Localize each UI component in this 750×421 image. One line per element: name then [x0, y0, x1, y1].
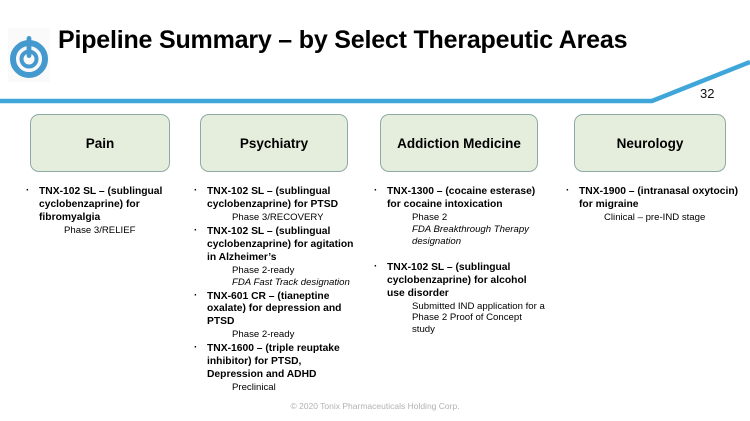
- pipeline-item-status: Preclinical: [232, 382, 276, 394]
- pipeline-item-label: TNX-601 CR – (tianeptine oxalate) for de…: [207, 290, 342, 328]
- copyright-footer: © 2020 Tonix Pharmaceuticals Holding Cor…: [290, 401, 460, 411]
- page-title: Pipeline Summary – by Select Therapeutic…: [58, 26, 628, 54]
- bullet-icon: ·: [374, 185, 378, 196]
- pipeline-item-status: Clinical – pre-IND stage: [604, 211, 706, 223]
- list-item: · TNX-102 SL – (sublingual cyclobenzapri…: [372, 260, 546, 337]
- pipeline-item-status: Submitted IND application for a Phase 2 …: [412, 300, 545, 336]
- list-item: · TNX-102 SL – (sublingual cyclobenzapri…: [192, 224, 356, 289]
- pipeline-item-label: TNX-102 SL – (sublingual cyclobenzaprine…: [207, 186, 339, 210]
- bullet-icon: ·: [26, 185, 30, 196]
- column-header-addiction-medicine: Addiction Medicine: [380, 114, 538, 172]
- list-item: · TNX-102 SL – (sublingual cyclobenzapri…: [24, 185, 176, 237]
- bullet-icon: ·: [194, 342, 198, 354]
- pipeline-item-list: · TNX-102 SL – (sublingual cyclobenzapri…: [192, 185, 356, 394]
- column-neurology: Neurology · TNX-1900 – (intranasal oxyto…: [552, 114, 750, 226]
- pipeline-item-status: Phase 2: [412, 211, 448, 223]
- bullet-icon: ·: [194, 224, 198, 236]
- bullet-icon: ·: [566, 185, 570, 196]
- therapeutic-area-columns: Pain · TNX-102 SL – (sublingual cycloben…: [0, 114, 750, 394]
- pipeline-item-label: TNX-102 SL – (sublingual cyclobenzaprine…: [387, 261, 527, 299]
- page-number: 32: [700, 86, 715, 101]
- column-header-neurology: Neurology: [574, 114, 726, 172]
- bullet-icon: ·: [194, 185, 198, 196]
- column-addiction-medicine: Addiction Medicine · TNX-1300 – (cocaine…: [360, 114, 552, 338]
- pipeline-item-label: TNX-1600 – (triple reuptake inhibitor) f…: [207, 343, 340, 381]
- pipeline-item-list: · TNX-1900 – (intranasal oxytocin) for m…: [564, 185, 746, 224]
- pipeline-item-status: Phase 3/RECOVERY: [232, 211, 324, 223]
- pipeline-item-title: · TNX-1300 – (cocaine esterase) for coca…: [372, 185, 546, 212]
- pipeline-item-title: · TNX-1900 – (intranasal oxytocin) for m…: [564, 185, 746, 212]
- pipeline-item-label: TNX-102 SL – (sublingual cyclobenzaprine…: [39, 186, 163, 223]
- pipeline-item-designation: FDA Breakthrough Therapy designation: [412, 223, 529, 247]
- column-pain: Pain · TNX-102 SL – (sublingual cycloben…: [0, 114, 182, 239]
- pipeline-item-status: Phase 2-ready: [232, 329, 295, 341]
- accent-divider: [0, 59, 750, 105]
- pipeline-item-label: TNX-102 SL – (sublingual cyclobenzaprine…: [207, 225, 354, 263]
- list-item: · TNX-1300 – (cocaine esterase) for coca…: [372, 185, 546, 248]
- bullet-icon: ·: [374, 260, 378, 272]
- column-header-psychiatry: Psychiatry: [200, 114, 348, 172]
- pipeline-item-title: · TNX-1600 – (triple reuptake inhibitor)…: [192, 342, 356, 382]
- pipeline-item-designation: FDA Fast Track designation: [232, 276, 350, 288]
- tonix-power-button-logo-icon: [8, 28, 50, 82]
- list-item: · TNX-601 CR – (tianeptine oxalate) for …: [192, 289, 356, 342]
- bullet-icon: ·: [194, 289, 198, 301]
- column-header-pain: Pain: [30, 114, 170, 172]
- pipeline-item-label: TNX-1300 – (cocaine esterase) for cocain…: [387, 186, 536, 210]
- pipeline-item-status: Phase 2-ready: [232, 264, 295, 276]
- list-item: · TNX-1600 – (triple reuptake inhibitor)…: [192, 342, 356, 394]
- list-item: · TNX-1900 – (intranasal oxytocin) for m…: [564, 185, 746, 224]
- pipeline-item-title: · TNX-102 SL – (sublingual cyclobenzapri…: [372, 260, 546, 301]
- pipeline-item-status: Phase 3/RELIEF: [64, 224, 136, 236]
- pipeline-item-title: · TNX-601 CR – (tianeptine oxalate) for …: [192, 289, 356, 330]
- list-item: · TNX-102 SL – (sublingual cyclobenzapri…: [192, 185, 356, 224]
- pipeline-item-title: · TNX-102 SL – (sublingual cyclobenzapri…: [192, 224, 356, 265]
- pipeline-item-title: · TNX-102 SL – (sublingual cyclobenzapri…: [192, 185, 356, 212]
- pipeline-item-title: · TNX-102 SL – (sublingual cyclobenzapri…: [24, 185, 176, 225]
- pipeline-item-list: · TNX-1300 – (cocaine esterase) for coca…: [372, 185, 546, 337]
- pipeline-item-list: · TNX-102 SL – (sublingual cyclobenzapri…: [24, 185, 176, 237]
- pipeline-item-label: TNX-1900 – (intranasal oxytocin) for mig…: [579, 186, 739, 210]
- column-psychiatry: Psychiatry · TNX-102 SL – (sublingual cy…: [182, 114, 360, 396]
